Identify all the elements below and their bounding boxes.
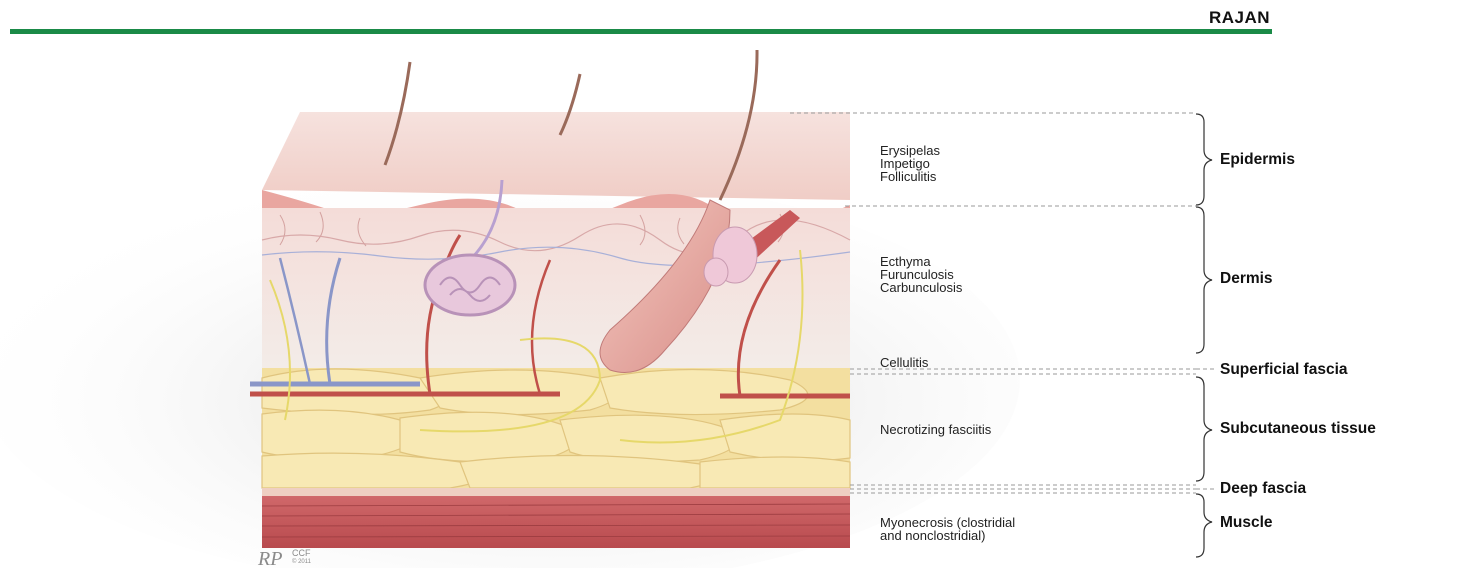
layer-deep-fascia: Deep fascia	[1220, 480, 1306, 498]
condition-myonecrosis-line2: and nonclostridial)	[880, 529, 1015, 542]
brace-subcutaneous	[1196, 377, 1212, 481]
sweat-gland	[425, 255, 515, 315]
conditions-muscle: Myonecrosis (clostridial and nonclostrid…	[880, 516, 1015, 542]
layer-superficial-fascia: Superficial fascia	[1220, 361, 1348, 379]
layer-epidermis: Epidermis	[1220, 151, 1295, 169]
layer-dermis: Dermis	[1220, 270, 1273, 288]
credit-org-name: CCF	[292, 549, 311, 558]
credit-year: © 2011	[292, 558, 311, 567]
condition-cellulitis: Cellulitis	[880, 356, 928, 369]
muscle-block	[262, 496, 850, 548]
braces	[1196, 114, 1212, 557]
deep-fascia-band	[262, 488, 850, 496]
epidermis-top	[262, 112, 850, 200]
condition-necrotizing-fasciitis: Necrotizing fasciitis	[880, 423, 991, 436]
credit-org: CCF © 2011	[292, 549, 311, 567]
brace-epidermis	[1196, 114, 1212, 205]
condition-folliculitis: Folliculitis	[880, 170, 940, 183]
conditions-subcutaneous: Necrotizing fasciitis	[880, 423, 991, 436]
layer-muscle: Muscle	[1220, 514, 1273, 532]
layer-subcutaneous-tissue: Subcutaneous tissue	[1220, 420, 1376, 438]
conditions-superficial-fascia: Cellulitis	[880, 356, 928, 369]
brace-dermis	[1196, 207, 1212, 353]
brace-muscle	[1196, 494, 1212, 557]
conditions-dermis: Ecthyma Furunculosis Carbunculosis	[880, 255, 962, 294]
conditions-epidermis: Erysipelas Impetigo Folliculitis	[880, 144, 940, 183]
condition-carbunculosis: Carbunculosis	[880, 281, 962, 294]
